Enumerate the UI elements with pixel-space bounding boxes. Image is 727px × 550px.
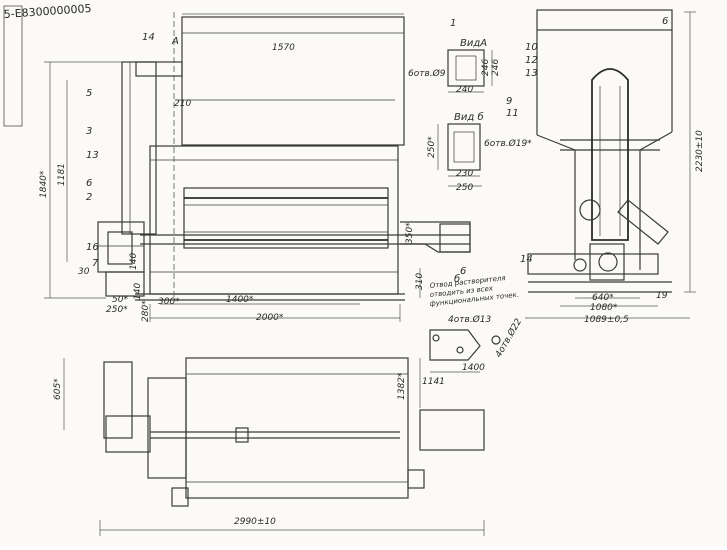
dim-250: 250*: [106, 305, 128, 315]
inclined-screw: [617, 199, 669, 245]
cut-number: 14: [142, 32, 155, 43]
front-view: [44, 12, 471, 322]
ref-6c: 6: [662, 16, 668, 27]
ref-14: 14: [520, 254, 533, 265]
detail-holes-2: 4отв.Ø22: [493, 316, 524, 359]
part-references: 5 3 13 6 2 16 7 6 10 12 13 9 11 6 14: [86, 16, 668, 277]
dim-350: 350*: [405, 222, 415, 244]
ref-12: 12: [525, 55, 538, 66]
ref-5: 5: [86, 88, 92, 99]
drive-column: [121, 61, 157, 235]
ref-3: 3: [86, 126, 92, 137]
side-hopper: [536, 134, 576, 260]
dimension-labels: 1570 1840* 1181 210 140 30 50* 140 250* …: [39, 43, 705, 527]
view-b-title: Вид б: [454, 111, 484, 123]
dim-view-a-240: 240: [456, 85, 473, 95]
dim-50: 50*: [112, 295, 128, 305]
dim-plan-605: 605*: [53, 378, 63, 400]
side-view: [525, 9, 696, 319]
plan-drive: [103, 361, 133, 439]
ref-6: 6: [86, 178, 92, 189]
plan-view: [63, 357, 485, 536]
ref-2: 2: [86, 192, 92, 203]
dim-right-height: 2230±10: [695, 130, 705, 172]
ref-6b: 6: [460, 266, 466, 277]
ref-16: 16: [86, 242, 99, 253]
dim-view-b-250b: 250: [456, 183, 473, 193]
dim-plan-2990: 2990±10: [234, 517, 276, 527]
ref-13: 13: [86, 150, 99, 161]
cut-letter: A: [171, 36, 179, 47]
section-marks: 14 A 1 б: [142, 18, 460, 285]
drum: [183, 187, 389, 249]
note-block: Отвод растворителя отводить из всех функ…: [429, 274, 519, 308]
stamp-text: 5-Е8300000005: [3, 2, 92, 21]
ref-11: 11: [506, 108, 519, 119]
dim-top-width: 1570: [272, 43, 295, 53]
dim-300: 300*: [158, 297, 180, 307]
view-a-title: ВидА: [460, 38, 487, 49]
view-b-detail: [437, 123, 482, 187]
view-arrow: 1: [450, 18, 456, 29]
dim-210: 210: [174, 99, 191, 109]
plan-outlet: [419, 409, 485, 451]
dim-view-a-246b: 246: [491, 59, 501, 76]
feed-pipe: [591, 68, 629, 241]
ref-13b: 13: [525, 68, 538, 79]
ref-9: 9: [506, 96, 512, 107]
dim-right-1080: 1080*: [590, 303, 618, 313]
ref-10: 10: [525, 42, 538, 53]
ref-7: 7: [92, 258, 99, 269]
dim-right-19: 19: [656, 291, 668, 301]
bolt-detail: [429, 329, 501, 373]
view-b-holes: 6отв.Ø19*: [484, 138, 532, 149]
dim-height-1181: 1181: [57, 163, 67, 186]
dim-view-b-230: 230: [456, 169, 473, 179]
view-b-mark: б: [454, 273, 460, 285]
dim-310: 310: [415, 273, 425, 290]
dim-height-1840: 1840*: [39, 170, 49, 198]
stamp: [3, 5, 23, 127]
view-a-holes: 6отв.Ø9: [408, 68, 446, 79]
hopper-frame: [181, 16, 405, 146]
dim-view-a-246: 246: [481, 59, 491, 76]
dim-2000: 2000*: [256, 313, 284, 323]
dim-right-640: 640*: [592, 293, 614, 303]
dim-1400: 1400*: [226, 295, 254, 305]
dim-view-b-250: 250*: [427, 136, 437, 158]
view-a-detail: [447, 49, 493, 93]
dim-detail-1400: 1400: [462, 363, 485, 373]
dim-plan-1382: 1382*: [397, 372, 407, 400]
dim-right-1089: 1089±0,5: [584, 315, 629, 325]
dim-140-upper: 140: [129, 253, 139, 270]
dim-140-lower: 140: [133, 283, 143, 300]
dim-detail-1141: 1141: [422, 377, 445, 387]
plan-tank: [185, 357, 409, 499]
dim-30: 30: [78, 267, 90, 277]
dim-280: 280*: [141, 300, 151, 322]
detail-holes-1: 4отв.Ø13: [448, 314, 491, 325]
